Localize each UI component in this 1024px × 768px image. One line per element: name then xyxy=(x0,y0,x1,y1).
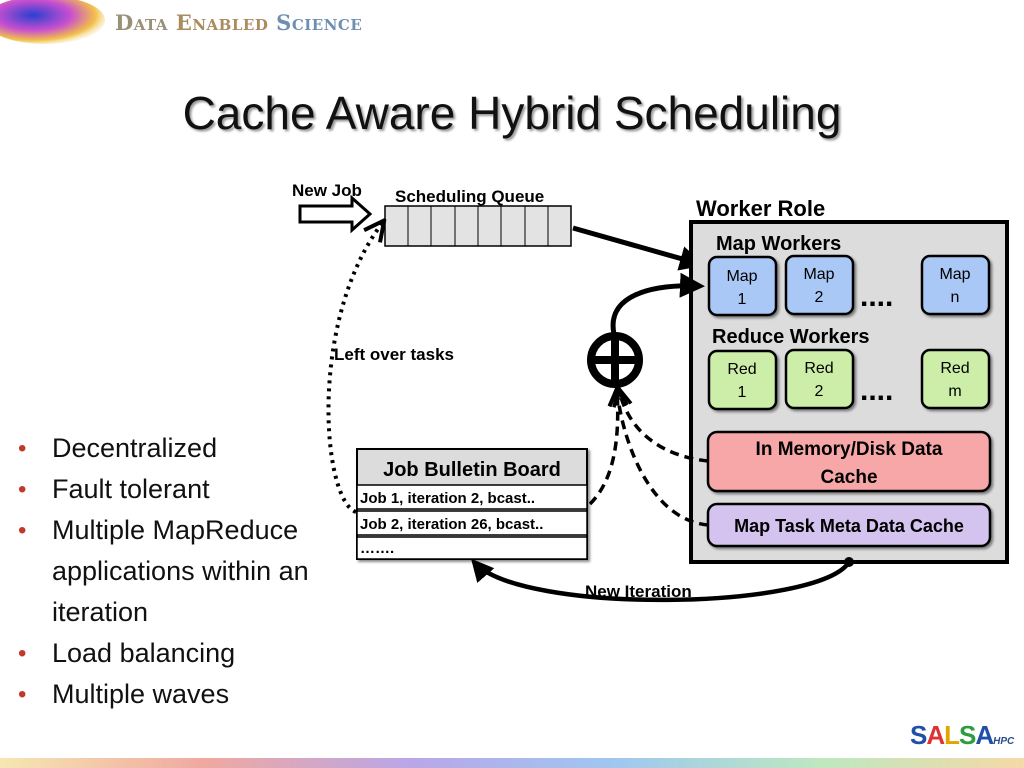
logo-swoosh xyxy=(0,0,105,44)
data-cache-label-line2: Cache xyxy=(820,467,877,488)
meta-data-cache-label: Map Task Meta Data Cache xyxy=(734,516,964,536)
salsa-hpc-logo: SALSAHPC xyxy=(910,720,1015,750)
feature-list: Decentralized Fault tolerant Multiple Ma… xyxy=(18,428,378,715)
reduce-worker-m xyxy=(920,348,991,410)
map-worker-2 xyxy=(784,254,855,316)
merge-circle-plus-icon xyxy=(587,332,643,388)
queue-to-workers-arrow xyxy=(572,225,705,271)
bulletin-row-2: Job 2, iteration 26, bcast.. xyxy=(360,516,543,533)
brand-word-2: Enabled xyxy=(175,10,269,35)
reduce-worker-1-number: 1 xyxy=(738,384,747,401)
list-item: Multiple waves xyxy=(18,674,378,715)
map-worker-n-number: n xyxy=(951,289,960,306)
bottom-gradient-bar xyxy=(0,758,1024,768)
map-worker-n xyxy=(920,254,991,316)
new-job-arrow-icon xyxy=(298,194,373,234)
new-job-label: New Job xyxy=(292,181,362,200)
list-item: Decentralized xyxy=(18,428,378,469)
scheduling-queue xyxy=(384,205,572,247)
worker-role-label: Worker Role xyxy=(696,196,825,221)
bulletin-row-1: Job 1, iteration 2, bcast.. xyxy=(360,490,535,507)
left-over-tasks-label: Left over tasks xyxy=(334,345,454,364)
brand-word-3: Science xyxy=(276,10,363,35)
map-worker-2-label: Map xyxy=(803,266,834,283)
scheduling-queue-label: Scheduling Queue xyxy=(395,187,544,206)
job-bulletin-board-title: Job Bulletin Board xyxy=(383,459,561,481)
reduce-worker-2-label: Red xyxy=(804,360,833,377)
list-item: Multiple MapReduce applications within a… xyxy=(18,510,378,633)
map-worker-n-label: Map xyxy=(939,266,970,283)
map-worker-1-number: 1 xyxy=(738,291,747,308)
reduce-worker-1 xyxy=(707,349,778,411)
reduce-worker-2-number: 2 xyxy=(815,383,824,400)
map-workers-label: Map Workers xyxy=(716,233,841,255)
reduce-worker-1-label: Red xyxy=(727,361,756,378)
new-iteration-start-dot xyxy=(844,557,854,567)
reduce-worker-m-label: Red xyxy=(940,360,969,377)
new-iteration-label: New Iteration xyxy=(585,582,692,601)
map-worker-1-label: Map xyxy=(726,268,757,285)
meta-cache-to-merge-arrow xyxy=(617,390,709,527)
merge-to-workers-arrow xyxy=(610,272,705,335)
new-iteration-arrow xyxy=(471,558,851,603)
reduce-worker-2 xyxy=(784,348,855,410)
header-brand: Data Enabled Science xyxy=(115,10,362,35)
map-ellipsis: .... xyxy=(860,280,893,313)
reduce-workers-label: Reduce Workers xyxy=(712,326,869,348)
map-worker-1 xyxy=(707,255,778,317)
list-item: Fault tolerant xyxy=(18,469,378,510)
bulletin-to-merge-arrow xyxy=(588,390,618,506)
reduce-ellipsis: .... xyxy=(860,374,893,407)
list-item: Load balancing xyxy=(18,633,378,674)
brand-word-1: Data xyxy=(115,10,169,35)
data-cache-label-line1: In Memory/Disk Data xyxy=(756,439,943,460)
map-worker-2-number: 2 xyxy=(815,289,824,306)
reduce-worker-m-number: m xyxy=(948,383,961,400)
data-cache-box xyxy=(706,430,992,493)
slide-title: Cache Aware Hybrid Scheduling xyxy=(182,87,842,139)
